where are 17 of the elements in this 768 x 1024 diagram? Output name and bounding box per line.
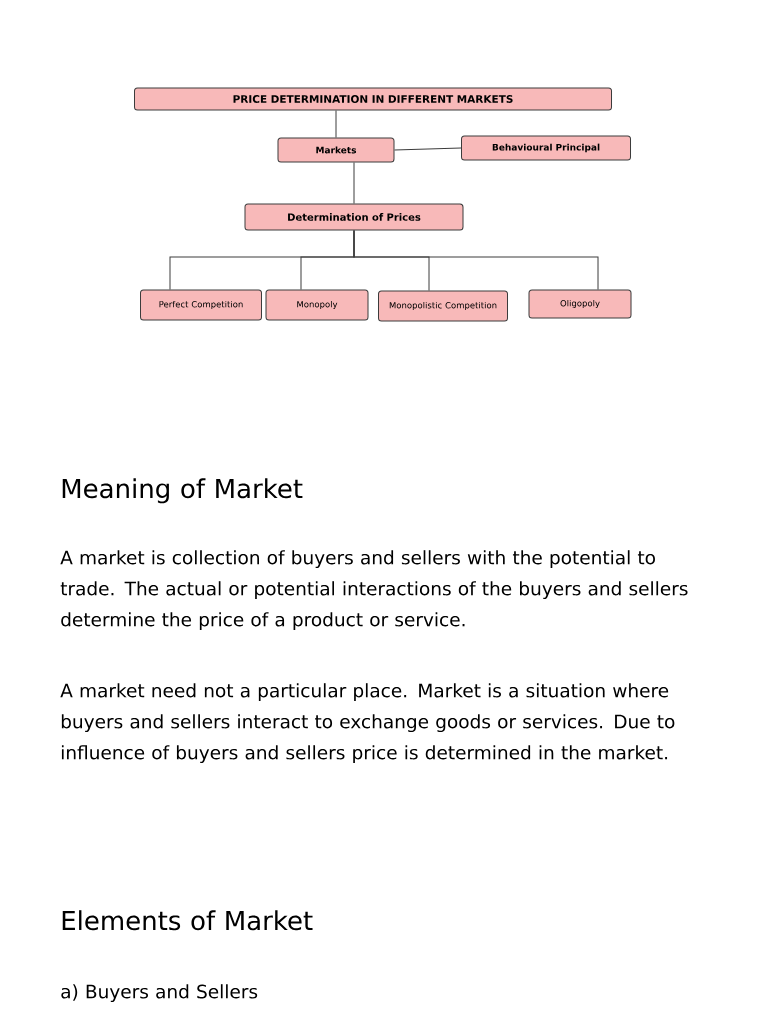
connector-line <box>335 110 337 138</box>
connector-line <box>353 230 599 290</box>
connector-line <box>394 147 462 151</box>
chart-box: Determination of Prices <box>244 203 464 231</box>
chart-box: Oligopoly <box>528 289 632 319</box>
chart-box: Perfect Competition <box>140 289 262 321</box>
chart-box: PRICE DETERMINATION IN DIFFERENT MARKETS <box>134 87 612 111</box>
paragraph: A market need not a particular place. Market is a situation where buyers and sellers interact to exchange goods or services. Due to influence of buyers and sellers price is determined in the market. <box>60 683 675 764</box>
paragraph: a) Buyers and Sellers <box>61 984 258 1003</box>
section-heading: Meaning of Market <box>62 478 303 504</box>
section-heading: Elements of Market <box>62 910 313 931</box>
chart-box: Behavioural Principal <box>461 135 631 161</box>
chart-box: Monopolistic Competition <box>378 290 508 322</box>
chart-box: Markets <box>277 137 395 163</box>
connector-line <box>353 162 355 204</box>
chart-box: Monopoly <box>265 289 369 321</box>
paragraph: A market is collection of buyers and sellers with the potential to trade. The actual or potential interactions of the buyers and sellers determine the price of a product or service. <box>60 550 688 631</box>
